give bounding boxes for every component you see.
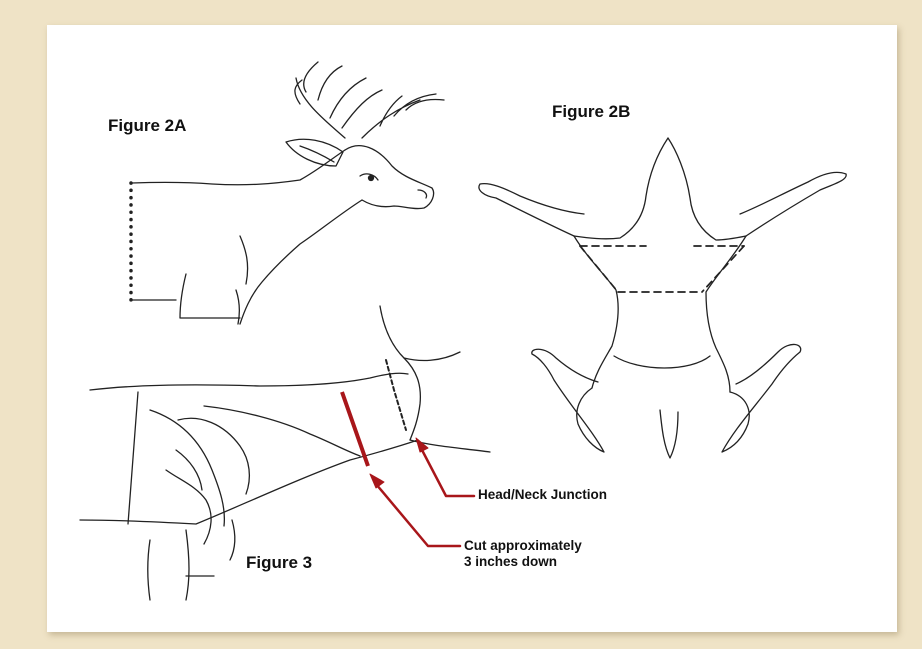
cut-line-marker [342, 392, 368, 466]
figure-2a-label: Figure 2A [108, 116, 186, 136]
figure-2b-hide-drawing [479, 138, 846, 458]
cut-callout-line-2: 3 inches down [464, 554, 582, 570]
figure-3-label: Figure 3 [246, 553, 312, 573]
cut-leader [376, 484, 460, 546]
figure-2a-deer-drawing [131, 62, 444, 324]
head-neck-junction-callout: Head/Neck Junction [478, 487, 607, 503]
junction-leader [422, 450, 474, 496]
cut-callout-line-1: Cut approximately [464, 538, 582, 554]
figure-2b-label: Figure 2B [552, 102, 630, 122]
cut-callout: Cut approximately 3 inches down [464, 538, 582, 570]
callout-lines [342, 392, 474, 546]
